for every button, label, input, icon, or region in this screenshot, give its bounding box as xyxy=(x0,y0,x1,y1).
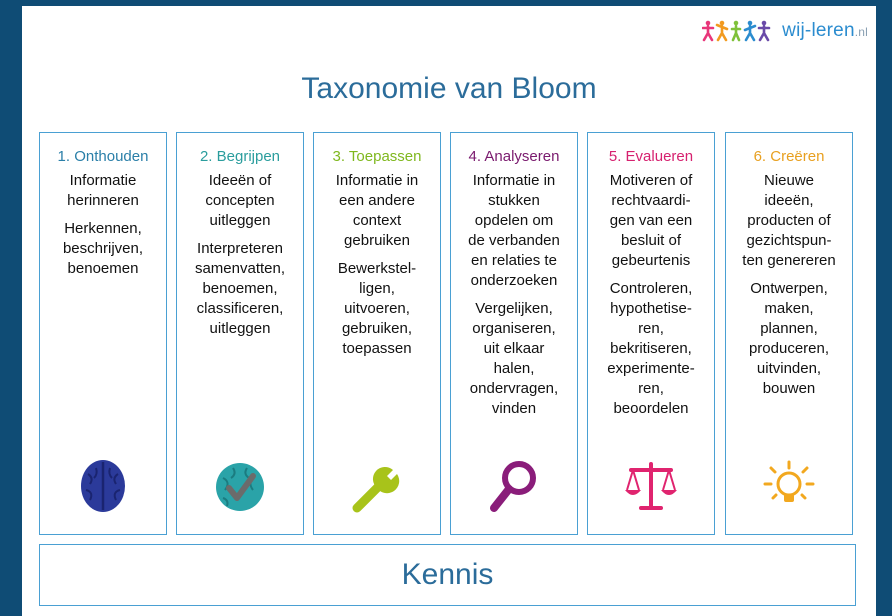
column-toepassen: 3. Toepassen Informatie in een andere co… xyxy=(313,132,441,535)
logo-text: wij-leren.nl xyxy=(782,20,868,41)
column-description: Informatie herinneren xyxy=(67,172,139,209)
taxonomy-columns: 1. Onthouden Informatie herinneren Herke… xyxy=(39,132,856,537)
foundation-label: Kennis xyxy=(401,558,494,591)
column-heading: 5. Evalueren xyxy=(608,148,694,165)
column-verbs: Bewerkstel- ligen, uitvoeren, gebruiken,… xyxy=(337,260,417,357)
column-begrijpen: 2. Begrijpen Ideeën of concepten uitlegg… xyxy=(176,132,304,535)
column-verbs: Herkennen, beschrijven, benoemen xyxy=(62,220,144,277)
wrench-icon xyxy=(314,458,440,514)
column-evalueren: 5. Evalueren Motiveren of rechtvaardi- g… xyxy=(587,132,715,535)
column-verbs: Vergelijken, organiseren, uit elkaar hal… xyxy=(469,300,559,417)
slide: wij-leren.nl Taxonomie van Bloom 1. Onth… xyxy=(22,6,876,616)
column-description: Nieuwe ideeën, producten of gezichtspun-… xyxy=(742,172,836,269)
column-heading: 6. Creëren xyxy=(753,148,825,165)
column-verbs: Controleren, hypothetise- ren, bekritise… xyxy=(607,280,695,417)
logo: wij-leren.nl xyxy=(702,20,868,42)
column-description: Informatie in stukken opdelen om de verb… xyxy=(468,172,560,289)
scales-icon xyxy=(588,458,714,514)
column-heading: 1. Onthouden xyxy=(57,148,149,165)
magnifier-icon xyxy=(451,458,577,514)
brain-check-icon xyxy=(177,460,303,514)
column-description: Motiveren of rechtvaardi- gen van een be… xyxy=(609,172,693,269)
logo-people-icon xyxy=(702,20,771,42)
column-verbs: Ontwerpen, maken, plannen, produceren, u… xyxy=(748,280,830,397)
lightbulb-icon xyxy=(726,458,852,514)
foundation-box: Kennis xyxy=(39,544,856,606)
column-onthouden: 1. Onthouden Informatie herinneren Herke… xyxy=(39,132,167,535)
column-heading: 2. Begrijpen xyxy=(199,148,281,165)
column-creeren: 6. Creëren Nieuwe ideeën, producten of g… xyxy=(725,132,853,535)
brain-icon xyxy=(40,458,166,514)
column-analyseren: 4. Analyseren Informatie in stukken opde… xyxy=(450,132,578,535)
column-description: Informatie in een andere context gebruik… xyxy=(335,172,419,249)
column-heading: 4. Analyseren xyxy=(468,148,560,165)
column-heading: 3. Toepassen xyxy=(332,148,422,165)
page-title: Taxonomie van Bloom xyxy=(301,72,597,105)
column-description: Ideeën of concepten uitleggen xyxy=(205,172,275,229)
column-verbs: Interpreteren samenvatten, benoemen, cla… xyxy=(194,240,286,337)
